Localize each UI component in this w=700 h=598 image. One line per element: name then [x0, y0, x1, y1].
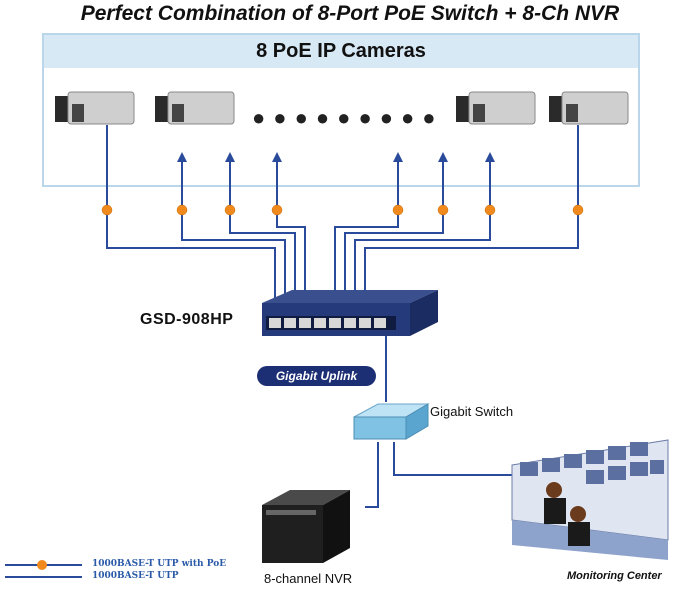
- poe-badges: [101, 204, 584, 216]
- poe-switch: [262, 290, 438, 336]
- ip-camera-1: [55, 91, 135, 125]
- legend-graphics: [5, 560, 82, 578]
- diagram-title: Perfect Combination of 8-Port PoE Switch…: [80, 2, 620, 25]
- poe-arrows: [177, 152, 495, 162]
- monitoring-center-label: Monitoring Center: [567, 570, 662, 582]
- ip-camera-2: [155, 91, 235, 125]
- legend-utp-label: 1000BASE-T UTP: [92, 571, 179, 581]
- gigabit-switch-label: Gigabit Switch: [430, 404, 514, 419]
- ip-camera-8: [549, 91, 629, 125]
- gigabit-switch: [353, 403, 430, 440]
- gigabit-uplink-badge: Gigabit Uplink: [257, 366, 376, 386]
- camera-group-panel: 8 PoE IP Cameras: [42, 33, 640, 187]
- poe-switch-model-label: GSD-908HP: [140, 311, 234, 328]
- monitoring-center: [511, 439, 669, 560]
- legend-poe-label: 1000BASE-T UTP with PoE: [92, 559, 227, 569]
- camera-group-header: 8 PoE IP Cameras: [44, 35, 638, 68]
- switch-ports: [269, 318, 386, 328]
- nvr-label: 8-channel NVR: [264, 571, 353, 586]
- nvr-box: [262, 490, 350, 563]
- camera-ellipsis: ●●●●●●●●●: [252, 105, 444, 130]
- poe-links: [106, 125, 579, 322]
- ip-camera-7: [456, 91, 536, 125]
- uplink-links: [365, 336, 512, 508]
